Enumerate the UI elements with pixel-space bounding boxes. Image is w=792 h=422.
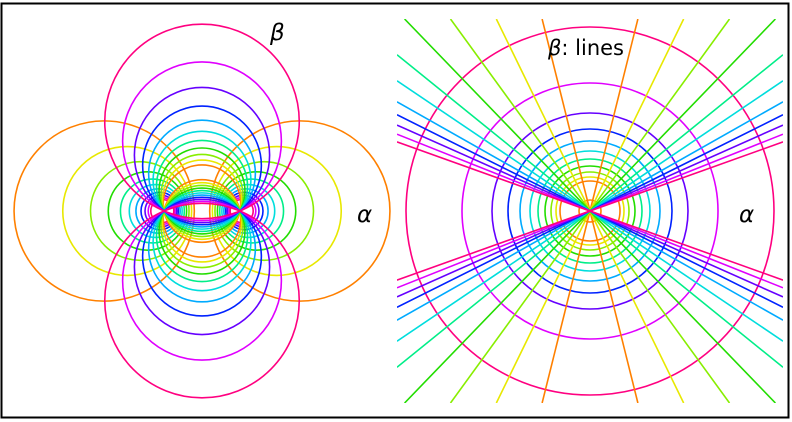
beta-circle xyxy=(158,147,246,235)
alpha-circle xyxy=(529,150,651,272)
beta-circle xyxy=(155,189,249,283)
lines-text: : lines xyxy=(561,36,624,60)
right-panel-limit xyxy=(397,19,783,403)
beta-circle xyxy=(161,159,243,241)
beta-circle xyxy=(152,130,252,230)
alpha-circle xyxy=(491,112,689,310)
beta-line xyxy=(397,141,783,281)
alpha-circle xyxy=(211,145,343,277)
alpha-circle xyxy=(544,165,636,257)
left-beta-label: β xyxy=(269,20,285,46)
beta-circle xyxy=(160,153,244,238)
beta-circle xyxy=(141,196,263,317)
alpha-circle xyxy=(461,82,719,340)
alpha-circle xyxy=(519,140,661,282)
beta-circle xyxy=(121,200,283,361)
left-panel-bipolar xyxy=(13,23,391,399)
alpha-circle xyxy=(555,176,625,246)
beta-circle xyxy=(133,86,271,224)
beta-circle xyxy=(152,192,252,292)
beta-circle xyxy=(141,105,263,226)
beta-circle xyxy=(147,119,257,228)
alpha-circle xyxy=(214,160,315,262)
alpha-circle xyxy=(405,26,775,396)
alpha-circle xyxy=(216,171,297,251)
right-beta-lines-label: β: lines xyxy=(547,36,624,60)
alpha-circle xyxy=(223,188,269,234)
beta-circle xyxy=(155,139,249,233)
alpha-circle xyxy=(507,128,673,294)
alpha-circle xyxy=(537,158,643,264)
beta-circle xyxy=(121,61,283,222)
alpha-circle xyxy=(559,180,621,242)
beta-circle xyxy=(133,198,271,336)
beta-circle xyxy=(158,187,246,275)
alpha-circle xyxy=(107,171,188,251)
alpha-circle xyxy=(550,171,630,251)
alpha-circle xyxy=(61,145,193,277)
beta-circle xyxy=(161,181,243,263)
alpha-circle xyxy=(89,160,190,262)
right-alpha-label: α xyxy=(739,202,754,228)
beta-circle xyxy=(103,23,301,220)
beta-symbol: β xyxy=(547,36,561,60)
beta-circle xyxy=(103,202,301,399)
left-alpha-label: α xyxy=(357,202,372,228)
beta-circle xyxy=(147,194,257,303)
beta-circle xyxy=(160,184,244,269)
alpha-circle xyxy=(578,199,602,223)
alpha-circle xyxy=(135,188,181,234)
